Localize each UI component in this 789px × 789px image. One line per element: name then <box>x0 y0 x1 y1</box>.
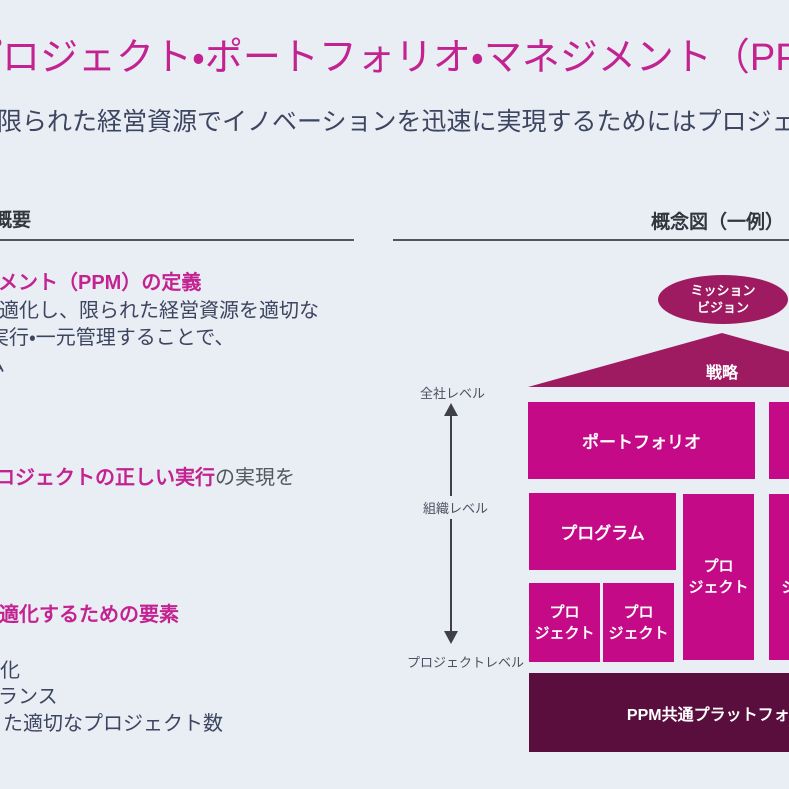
project-box-tall: プロ ジェクト <box>683 494 754 660</box>
elements-item: った適切なプロジェクト数 <box>0 713 223 735</box>
project-box-small-2: プロ ジェクト <box>603 583 674 662</box>
portfolio-box-partial <box>769 402 789 479</box>
definition-heading: メント（PPM）の定義 <box>0 272 202 294</box>
vision-label: ビジョン <box>696 299 749 315</box>
elements-item: ランス <box>0 686 58 708</box>
definition-line: 適化し、限られた経営資源を適切な <box>0 300 319 322</box>
platform-bar: PPM共通プラットフォーム <box>529 673 789 752</box>
page-title: プロジェクト・ポートフォリオ・マネジメント（PPM） <box>0 37 789 79</box>
project-label-line2: ジェクト <box>608 624 669 642</box>
overview-section-header: 概要 <box>0 210 32 231</box>
elements-heading: 適化するための要素 <box>0 604 179 626</box>
project-box-small-1: プロ ジェクト <box>529 583 600 662</box>
realization-accent-text: ロジェクトの正しい実行 <box>0 467 215 489</box>
project-label-line1: プロ <box>623 603 654 621</box>
strategy-label: 戦略 <box>705 365 738 382</box>
diagram-header-rule <box>393 239 789 241</box>
strategy-roof: 戦略 <box>528 333 789 387</box>
program-box: プログラム <box>529 493 676 570</box>
overview-header-rule <box>0 239 354 241</box>
project-label-line1: プロ <box>549 603 580 621</box>
project-label-line1: プロ <box>703 558 734 575</box>
project-label-line2: ジェクト <box>534 624 595 642</box>
arrow-up-icon <box>444 403 458 416</box>
level-axis-line <box>450 412 452 634</box>
level-label-organization: 組織レベル <box>422 496 490 519</box>
elements-item: 化 <box>0 660 20 682</box>
project-label-line2: ジェクト <box>688 579 749 596</box>
realization-rest-text: の実現を <box>215 467 295 489</box>
portfolio-box: ポートフォリオ <box>528 402 755 479</box>
mission-label: ミッション <box>690 283 756 299</box>
realization-line: ロジェクトの正しい実行の実現を <box>0 461 295 490</box>
level-label-company: 全社レベル <box>420 386 486 401</box>
intro-text: 限られた経営資源でイノベーションを迅速に実現するためにはプロジェクト・ポー <box>0 108 789 136</box>
level-label-project: プロジェクトレベル <box>407 655 525 670</box>
arrow-down-icon <box>444 631 458 644</box>
project-label-line2: ジェクト <box>781 579 789 596</box>
definition-line: 実行・一元管理することで、 <box>0 327 235 349</box>
project-box-tall-partial: プロ ジェクト <box>769 494 789 660</box>
definition-line: ム <box>0 348 5 377</box>
mission-vision-ellipse: ミッション ビジョン <box>658 275 788 324</box>
diagram-section-header: 概念図（一例） <box>651 212 785 233</box>
